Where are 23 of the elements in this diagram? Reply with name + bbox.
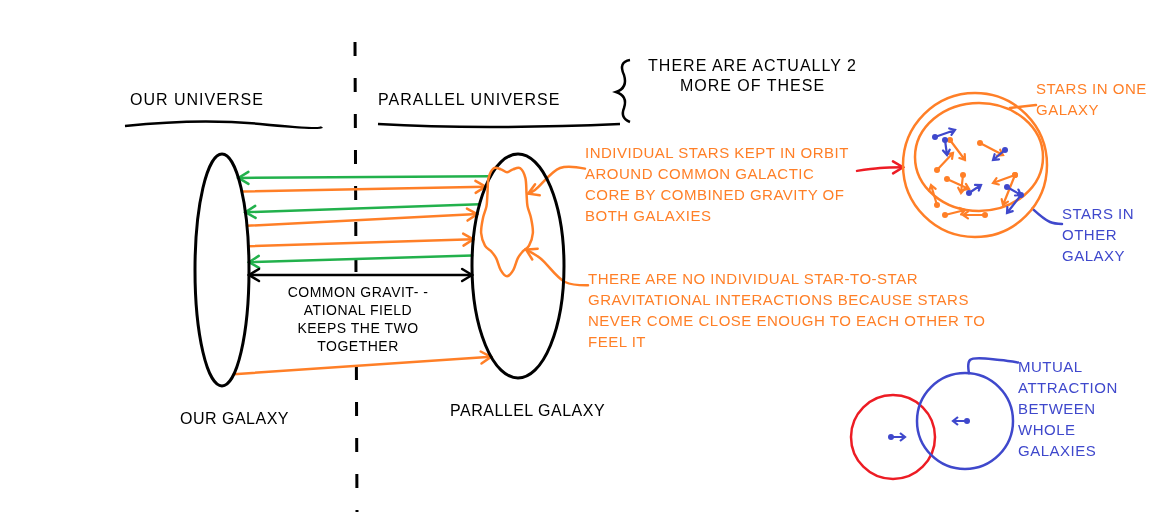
annotation-text: INDIVIDUAL STARS KEPT IN ORBIT AROUND COMMON GALACTIC CORE BY COMBINED GRAVITY OF BOTH GALAXIES: [585, 142, 857, 252]
annotation-text: STARS IN OTHER GALAXY: [1062, 203, 1150, 269]
arrow: [247, 254, 474, 270]
section-heading: PARALLEL UNIVERSE: [378, 90, 562, 110]
arrow: [240, 179, 487, 195]
arrow: [524, 247, 590, 287]
arrow: [247, 232, 475, 248]
leader-line: [1031, 207, 1064, 226]
double-arrow: [247, 267, 474, 283]
annotation-text: STARS IN ONE GALAXY: [1036, 78, 1150, 124]
arrow: [526, 165, 587, 197]
section-heading: OUR UNIVERSE: [130, 90, 265, 110]
leader-line: [1008, 103, 1038, 110]
arrow: [855, 160, 905, 175]
arrow: [245, 207, 479, 227]
galaxy-label: OUR GALAXY: [180, 409, 291, 429]
annotation-text: THERE ARE NO INDIVIDUAL STAR-TO-STAR GRAVITATIONAL INTERACTIONS BECAUSE STARS NEVER COME CLOSE ENOUGH TO EACH OTHER TO FEEL IT: [588, 268, 988, 388]
note-text: THERE ARE ACTUALLY 2 MORE OF THESE: [647, 56, 858, 96]
arrow: [232, 350, 493, 376]
galaxy-label: PARALLEL GALAXY: [450, 401, 607, 421]
leader-line: [967, 356, 1020, 375]
arrow: [244, 203, 481, 220]
annotation-text: MUTUAL ATTRACTION BETWEEN WHOLE GALAXIES: [1018, 356, 1148, 471]
